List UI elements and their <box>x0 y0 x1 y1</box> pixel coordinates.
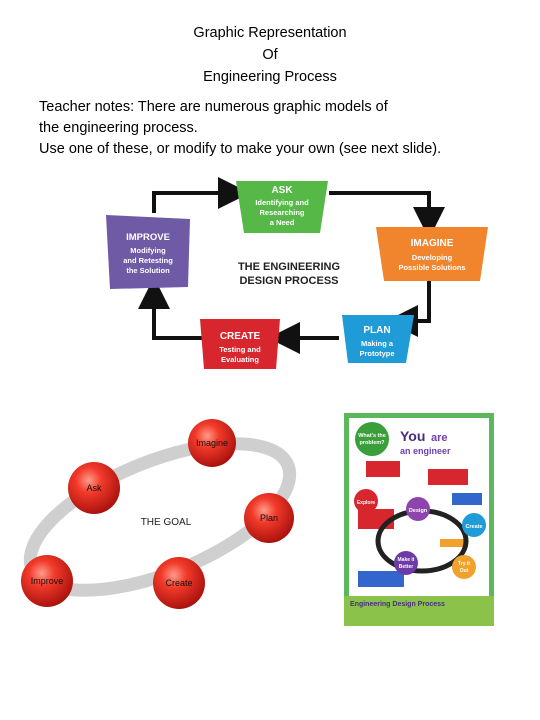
plan-line-1: Making a <box>361 339 394 348</box>
try-out-circle <box>452 555 476 579</box>
poster-title-you: You <box>400 428 425 444</box>
engineer-poster: What's the problem? You are an engineer … <box>344 413 494 626</box>
cycle-plan-label: Plan <box>260 513 278 523</box>
cycle-imagine-label: Imagine <box>196 438 228 448</box>
cycle-create-label: Create <box>165 578 192 588</box>
poster-try-out-2: Out <box>460 568 469 574</box>
center-line-1: THE ENGINEERING <box>238 261 340 273</box>
center-line-2: DESIGN PROCESS <box>239 275 338 287</box>
design-circle <box>406 497 430 521</box>
title-line-2: Of <box>262 47 278 63</box>
notes-line-3: Use one of these, or modify to make your… <box>39 141 442 157</box>
poster-explore: Explore <box>357 500 376 506</box>
design-process-diagram: ASK Identifying and Researching a Need I… <box>84 163 510 389</box>
info-box-6 <box>358 571 404 587</box>
problem-bubble <box>355 422 389 456</box>
improve-line-1: Modifying <box>130 246 166 255</box>
explore-circle <box>354 489 378 513</box>
create-box <box>200 319 280 369</box>
make-better-circle <box>394 551 418 575</box>
page-title: Graphic Representation Of Engineering Pr… <box>0 22 540 88</box>
imagine-sphere <box>188 419 236 467</box>
improve-box <box>106 215 190 289</box>
design-process-svg: ASK Identifying and Researching a Need I… <box>106 177 488 369</box>
create-title: CREATE <box>220 331 261 342</box>
notes-line-1: Teacher notes: There are numerous graphi… <box>39 99 388 115</box>
create-circle <box>462 513 486 537</box>
info-box-3 <box>452 493 482 505</box>
arrow-improve-to-ask <box>152 177 250 213</box>
create-line-2: Evaluating <box>221 355 259 364</box>
create-line-1: Testing and <box>219 345 261 354</box>
improve-line-2: and Retesting <box>123 256 173 265</box>
engineer-poster-svg: What's the problem? You are an engineer … <box>344 413 494 626</box>
arrow-ask-to-imagine <box>329 191 445 239</box>
title-line-1: Graphic Representation <box>193 25 347 41</box>
improve-line-3: the Solution <box>126 266 170 275</box>
arrow-create-to-improve <box>138 277 202 340</box>
improve-sphere <box>21 555 73 607</box>
info-box-1 <box>366 461 400 477</box>
imagine-title: IMAGINE <box>411 238 454 249</box>
teacher-notes: Teacher notes: There are numerous graphi… <box>39 97 529 160</box>
ask-sphere <box>68 462 120 514</box>
imagine-box <box>376 227 488 281</box>
ask-box <box>236 181 328 233</box>
imagine-line-1: Developing <box>412 253 453 262</box>
improve-title: IMPROVE <box>126 232 170 243</box>
poster-problem-line-1: What's the <box>358 433 386 439</box>
poster-title-are: are <box>431 432 448 444</box>
ask-line-1: Identifying and <box>255 198 309 207</box>
ask-line-2: Researching <box>259 208 304 217</box>
cycle-improve-label: Improve <box>31 576 64 586</box>
plan-box <box>342 315 414 363</box>
poster-create: Create <box>465 524 482 530</box>
ask-title: ASK <box>271 185 293 196</box>
poster-problem-line-2: problem? <box>359 440 385 446</box>
imagine-line-2: Possible Solutions <box>398 263 465 272</box>
poster-make-better-2: Better <box>399 564 414 570</box>
poster-design: Design <box>409 508 428 514</box>
ask-line-3: a Need <box>270 218 295 227</box>
engineering-cycle-svg: THE GOAL Imagine Ask Plan Improve Create <box>21 419 297 609</box>
engineering-cycle-diagram: THE GOAL Imagine Ask Plan Improve Create <box>18 405 304 620</box>
poster-try-out-1: Try it <box>458 561 470 567</box>
poster-footer: Engineering Design Process <box>350 601 445 608</box>
info-box-2 <box>428 469 468 485</box>
cycle-ask-label: Ask <box>86 483 102 493</box>
plan-sphere <box>244 493 294 543</box>
plan-line-2: Prototype <box>359 349 394 358</box>
title-line-3: Engineering Process <box>203 69 337 85</box>
info-box-5 <box>440 539 468 547</box>
plan-title: PLAN <box>363 325 390 336</box>
poster-title-line-2: an engineer <box>400 446 451 456</box>
poster-make-better-1: Make it <box>398 557 415 563</box>
notes-line-2: the engineering process. <box>39 120 198 136</box>
create-sphere <box>153 557 205 609</box>
cycle-center-label: THE GOAL <box>141 517 192 528</box>
